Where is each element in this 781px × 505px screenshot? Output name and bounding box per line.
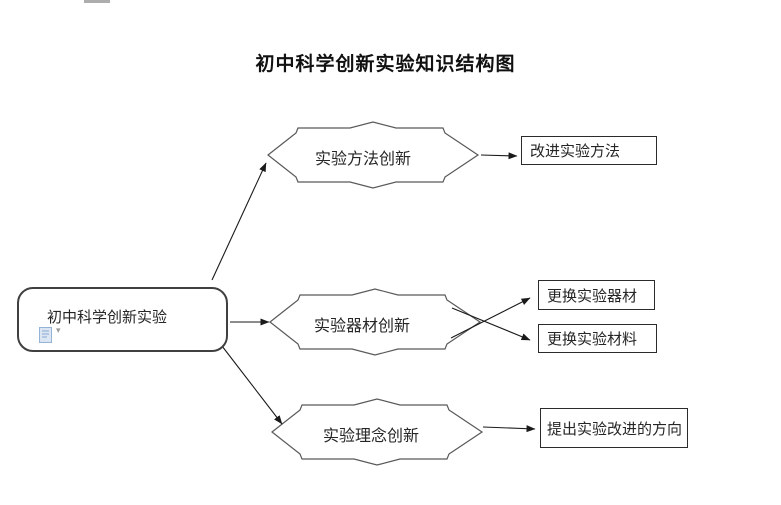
arrow-equipment-to-material xyxy=(451,307,531,341)
node-outcome-improve-method[interactable]: 改进实验方法 xyxy=(521,136,657,165)
node-root[interactable]: 初中科学创新实验 ▾ xyxy=(17,287,228,352)
arrow-method-to-improve xyxy=(480,152,518,160)
node-outcome-improvement-direction-label: 提出实验改进的方向 xyxy=(547,420,683,438)
paste-options-icon xyxy=(39,327,52,343)
arrow-concept-to-direction xyxy=(482,425,536,433)
star-shape-concept[interactable] xyxy=(271,398,484,466)
node-outcome-replace-material-label: 更换实验材料 xyxy=(547,331,638,348)
node-outcome-improve-method-label: 改进实验方法 xyxy=(530,143,621,160)
node-root-label: 初中科学创新实验 xyxy=(47,309,168,326)
diagram-title: 初中科学创新实验知识结构图 xyxy=(255,54,516,75)
arrow-root-to-method xyxy=(211,162,267,281)
star-shape-method[interactable] xyxy=(267,121,480,189)
node-outcome-replace-material[interactable]: 更换实验材料 xyxy=(538,324,657,353)
star-shape-equipment[interactable] xyxy=(269,288,482,356)
scrollbar-artifact xyxy=(84,0,110,3)
paste-options-button[interactable]: ▾ xyxy=(38,325,70,344)
node-outcome-replace-apparatus-label: 更换实验器材 xyxy=(547,287,638,305)
node-branch-concept-label: 实验理念创新 xyxy=(322,428,419,445)
node-outcome-improvement-direction[interactable]: 提出实验改进的方向 xyxy=(540,408,688,448)
arrow-root-to-concept xyxy=(221,345,283,425)
arrow-equipment-to-apparatus xyxy=(450,297,531,339)
dropdown-arrow-icon: ▾ xyxy=(56,325,61,335)
node-branch-method-label: 实验方法创新 xyxy=(314,151,411,168)
node-branch-equipment-label: 实验器材创新 xyxy=(313,318,410,335)
node-outcome-replace-apparatus[interactable]: 更换实验器材 xyxy=(538,280,655,310)
